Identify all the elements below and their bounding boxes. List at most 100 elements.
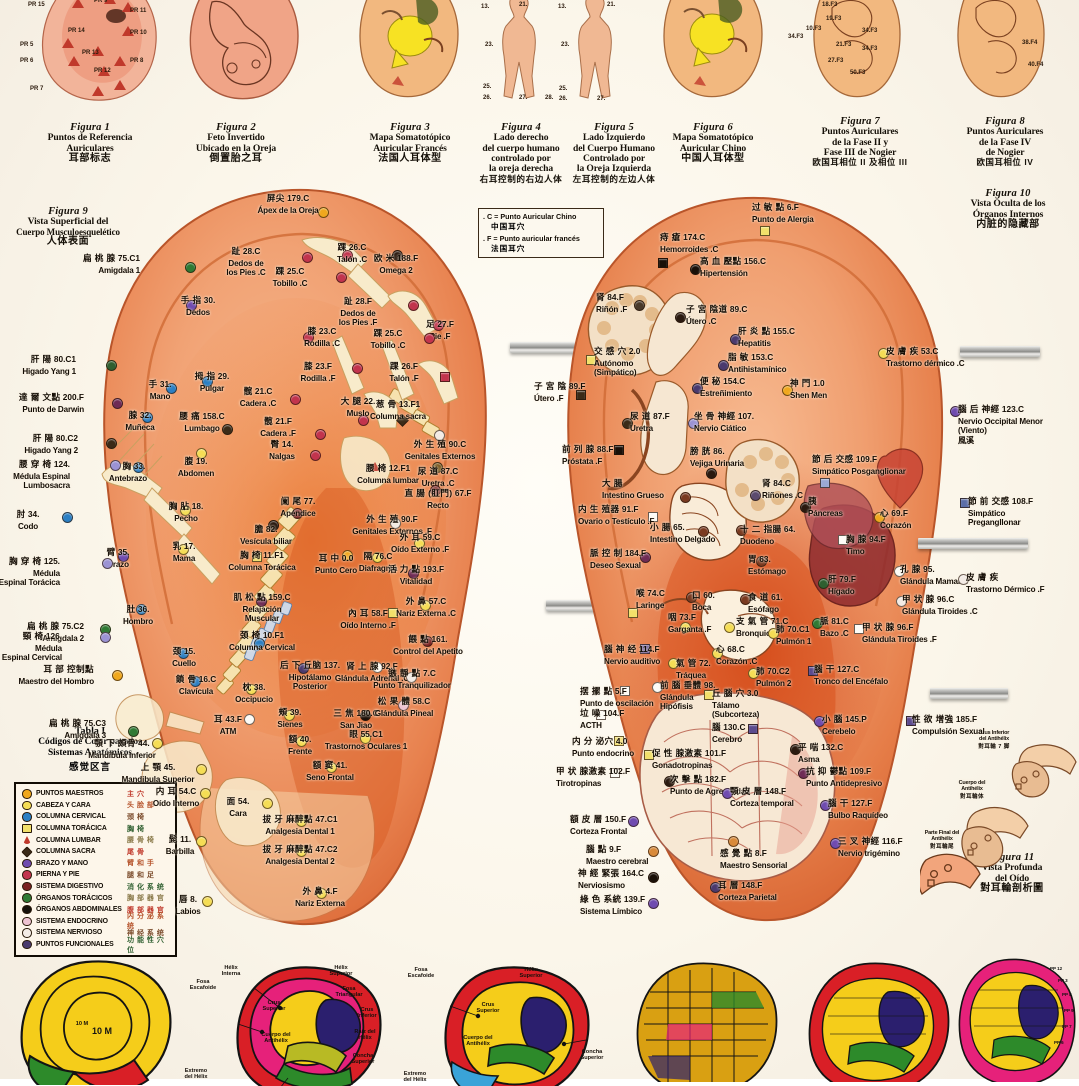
acupoint-marker[interactable] bbox=[628, 816, 639, 827]
acupoint-marker[interactable] bbox=[152, 738, 163, 749]
acupoint-marker[interactable] bbox=[622, 418, 633, 429]
acupoint-marker[interactable] bbox=[748, 724, 758, 734]
acupoint-marker[interactable] bbox=[818, 578, 829, 589]
acupoint-marker[interactable] bbox=[648, 898, 659, 909]
acupoint-marker[interactable] bbox=[358, 415, 369, 426]
acupoint-marker[interactable] bbox=[326, 762, 337, 773]
acupoint-marker[interactable] bbox=[118, 551, 129, 562]
acupoint-marker[interactable] bbox=[894, 566, 905, 577]
acupoint-marker[interactable] bbox=[800, 502, 811, 513]
acupoint-marker[interactable] bbox=[196, 836, 207, 847]
acupoint-marker[interactable] bbox=[185, 262, 196, 273]
acupoint-marker[interactable] bbox=[424, 333, 435, 344]
acupoint-marker[interactable] bbox=[292, 508, 303, 519]
acupoint-marker[interactable] bbox=[586, 355, 596, 365]
acupoint-marker[interactable] bbox=[186, 300, 197, 311]
acupoint-marker[interactable] bbox=[296, 816, 307, 827]
acupoint-marker[interactable] bbox=[414, 538, 425, 549]
acupoint-marker[interactable] bbox=[388, 608, 398, 618]
acupoint-marker[interactable] bbox=[690, 264, 701, 275]
acupoint-marker[interactable] bbox=[620, 686, 630, 696]
acupoint-marker[interactable] bbox=[706, 468, 717, 479]
acupoint-marker[interactable] bbox=[712, 648, 723, 659]
acupoint-marker[interactable] bbox=[640, 644, 650, 654]
acupoint-marker[interactable] bbox=[648, 872, 659, 883]
acupoint-marker[interactable] bbox=[372, 552, 383, 563]
acupoint-marker[interactable] bbox=[244, 714, 255, 725]
acupoint-marker[interactable] bbox=[202, 896, 213, 907]
acupoint-marker[interactable] bbox=[290, 394, 301, 405]
acupoint-marker[interactable] bbox=[760, 226, 770, 236]
acupoint-marker[interactable] bbox=[342, 550, 353, 561]
acupoint-marker[interactable] bbox=[310, 450, 321, 461]
acupoint-marker[interactable] bbox=[178, 544, 189, 555]
acupoint-marker[interactable] bbox=[698, 526, 709, 537]
acupoint-marker[interactable] bbox=[808, 666, 818, 676]
acupoint-marker[interactable] bbox=[686, 592, 697, 603]
acupoint-marker[interactable] bbox=[722, 788, 733, 799]
acupoint-marker[interactable] bbox=[284, 710, 295, 721]
acupoint-marker[interactable] bbox=[392, 250, 403, 261]
acupoint-marker[interactable] bbox=[675, 312, 686, 323]
acupoint-marker[interactable] bbox=[398, 700, 409, 711]
acupoint-marker[interactable] bbox=[256, 596, 267, 607]
acupoint-marker[interactable] bbox=[196, 448, 207, 459]
acupoint-marker[interactable] bbox=[576, 390, 586, 400]
acupoint-marker[interactable] bbox=[352, 363, 363, 374]
acupoint-marker[interactable] bbox=[724, 622, 735, 633]
acupoint-marker[interactable] bbox=[62, 512, 73, 523]
acupoint-marker[interactable] bbox=[406, 672, 417, 683]
acupoint-marker[interactable] bbox=[644, 750, 654, 760]
acupoint-marker[interactable] bbox=[748, 668, 759, 679]
acupoint-marker[interactable] bbox=[730, 334, 741, 345]
acupoint-marker[interactable] bbox=[303, 332, 314, 343]
acupoint-marker[interactable] bbox=[736, 525, 747, 536]
acupoint-marker[interactable] bbox=[422, 636, 433, 647]
acupoint-marker[interactable] bbox=[668, 658, 679, 669]
acupoint-marker[interactable] bbox=[680, 622, 691, 633]
acupoint-marker[interactable] bbox=[704, 690, 714, 700]
acupoint-marker[interactable] bbox=[728, 836, 739, 847]
acupoint-marker[interactable] bbox=[830, 838, 841, 849]
acupoint-marker[interactable] bbox=[298, 663, 309, 674]
acupoint-marker[interactable] bbox=[128, 726, 139, 737]
acupoint-marker[interactable] bbox=[628, 608, 638, 618]
acupoint-marker[interactable] bbox=[652, 682, 663, 693]
acupoint-marker[interactable] bbox=[112, 398, 123, 409]
acupoint-marker[interactable] bbox=[960, 498, 970, 508]
acupoint-marker[interactable] bbox=[202, 376, 213, 387]
acupoint-marker[interactable] bbox=[100, 632, 111, 643]
acupoint-marker[interactable] bbox=[252, 552, 262, 562]
acupoint-marker[interactable] bbox=[596, 710, 606, 720]
acupoint-marker[interactable] bbox=[710, 882, 721, 893]
acupoint-marker[interactable] bbox=[268, 520, 279, 531]
acupoint-marker[interactable] bbox=[838, 535, 848, 545]
acupoint-marker[interactable] bbox=[854, 624, 864, 634]
acupoint-marker[interactable] bbox=[408, 568, 419, 579]
acupoint-marker[interactable] bbox=[692, 383, 703, 394]
acupoint-marker[interactable] bbox=[390, 518, 401, 529]
acupoint-marker[interactable] bbox=[896, 596, 907, 607]
acupoint-marker[interactable] bbox=[222, 424, 233, 435]
acupoint-marker[interactable] bbox=[756, 556, 767, 567]
acupoint-marker[interactable] bbox=[740, 594, 751, 605]
acupoint-marker[interactable] bbox=[316, 888, 327, 899]
acupoint-marker[interactable] bbox=[178, 648, 189, 659]
acupoint-marker[interactable] bbox=[874, 512, 885, 523]
acupoint-marker[interactable] bbox=[814, 716, 825, 727]
acupoint-marker[interactable] bbox=[142, 412, 153, 423]
acupoint-marker[interactable] bbox=[296, 846, 307, 857]
acupoint-marker[interactable] bbox=[680, 492, 691, 503]
acupoint-marker[interactable] bbox=[790, 744, 801, 755]
acupoint-marker[interactable] bbox=[296, 736, 307, 747]
acupoint-marker[interactable] bbox=[440, 372, 450, 382]
acupoint-marker[interactable] bbox=[958, 574, 969, 585]
acupoint-marker[interactable] bbox=[106, 438, 117, 449]
acupoint-marker[interactable] bbox=[878, 348, 889, 359]
acupoint-marker[interactable] bbox=[342, 250, 353, 261]
acupoint-marker[interactable] bbox=[200, 788, 211, 799]
acupoint-marker[interactable] bbox=[420, 600, 431, 611]
acupoint-marker[interactable] bbox=[372, 662, 383, 673]
acupoint-marker[interactable] bbox=[430, 485, 441, 496]
acupoint-marker[interactable] bbox=[433, 320, 444, 331]
